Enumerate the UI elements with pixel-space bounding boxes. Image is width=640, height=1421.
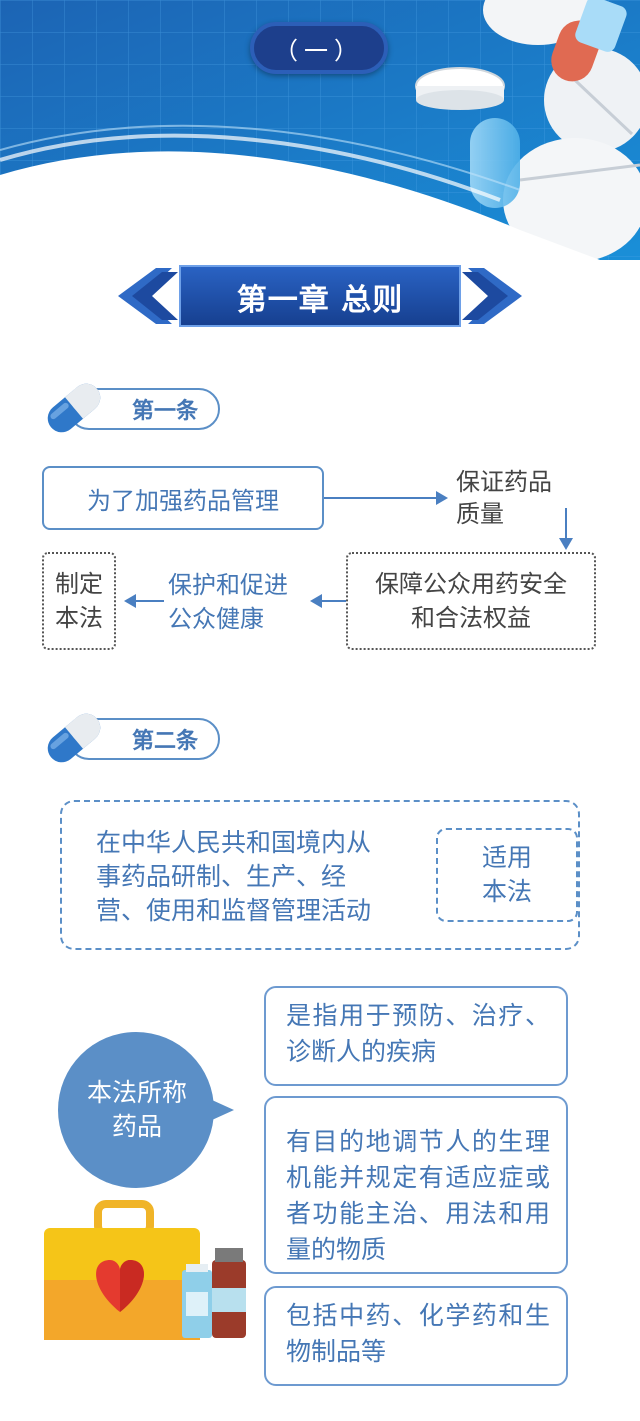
- capsule-icon: [47, 383, 101, 433]
- medicine-bottle-icon: [182, 1248, 246, 1338]
- bubble-line-2: 药品: [111, 1112, 162, 1141]
- definition-box-2: 有目的地调节人的生理机能并规定有适应症或者功能主治、用法和用量的物质: [264, 1096, 568, 1274]
- capsule-icon: [47, 713, 101, 763]
- chapter-banner: [118, 265, 522, 327]
- scope-text: 在中华人民共和国境内从 事药品研制、生产、经 营、使用和监督管理活动: [96, 826, 416, 928]
- arrow-left-icon: [124, 594, 164, 608]
- enact-line-2: 本法: [55, 604, 103, 632]
- enact-box: 制定 本法: [42, 552, 116, 650]
- health-line-1: 保护和促进: [168, 571, 288, 599]
- arrow-right-icon: [324, 491, 448, 505]
- scope-line-3: 营、使用和监督管理活动: [96, 896, 372, 925]
- safety-line-2: 和合法权益: [411, 604, 531, 632]
- quality-line-1: 保证药品: [456, 468, 552, 496]
- bubble-line-1: 本法所称: [86, 1078, 187, 1107]
- health-text: 保护和促进 公众健康: [168, 568, 318, 636]
- safety-box: 保障公众用药安全 和合法权益: [346, 552, 596, 650]
- arrow-down-icon: [559, 508, 573, 550]
- health-line-2: 公众健康: [168, 605, 264, 633]
- applies-line-1: 适用: [481, 843, 532, 872]
- drug-bubble: [58, 1032, 234, 1188]
- quality-text: 保证药品 质量: [456, 466, 576, 530]
- chapter-title: 第一章 总则: [236, 283, 404, 318]
- medical-kit-icon: [44, 1200, 200, 1340]
- scope-line-1: 在中华人民共和国境内从: [96, 828, 372, 857]
- pill-tablet-icon: [415, 0, 640, 262]
- enact-line-1: 制定: [55, 570, 103, 598]
- part-number-pill: （一）: [250, 22, 388, 74]
- safety-line-1: 保障公众用药安全: [375, 570, 567, 598]
- definition-box-3: 包括中药、化学药和生物制品等: [264, 1286, 568, 1386]
- scope-line-2: 事药品研制、生产、经: [96, 862, 347, 891]
- applies-line-2: 本法: [481, 877, 532, 906]
- drug-bubble-text: 本法所称 药品: [62, 1076, 212, 1144]
- arrow-left-icon: [310, 594, 346, 608]
- applies-box: 适用 本法: [436, 828, 578, 922]
- scope-frame: [60, 800, 580, 950]
- purpose-box: 为了加强药品管理: [42, 466, 324, 530]
- quality-line-2: 质量: [456, 500, 504, 528]
- definition-box-1: 是指用于预防、治疗、诊断人的疾病: [264, 986, 568, 1086]
